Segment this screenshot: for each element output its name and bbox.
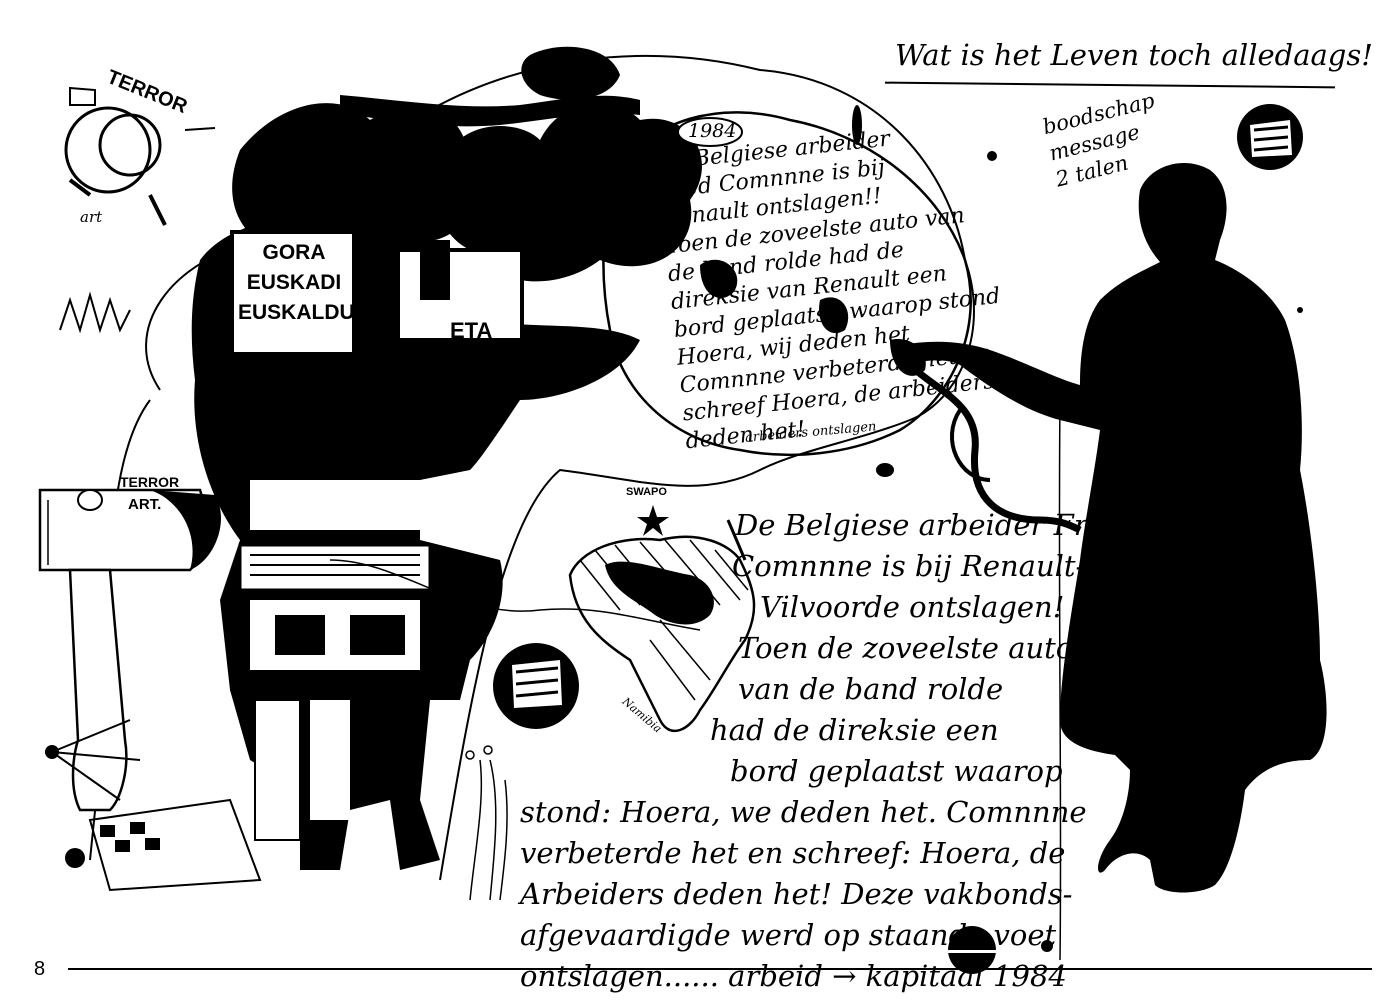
factory-window-2 [350,615,405,655]
ink-drop-3 [987,151,997,161]
page-number: 8 [34,958,46,980]
sign-right-text: ETA [450,318,493,343]
flower-stems [469,759,508,901]
black-blob-tree-mid [436,102,702,282]
footer-rule [68,968,1372,970]
bubble-text: De Belgiese arbeider Fred Comnnne is bij… [655,119,1001,457]
ink-drop-2 [876,463,894,477]
grass-scribble [59,291,131,334]
terror-label-axe: TERROR [120,474,180,490]
main-text-line: bord geplaatst waarop [730,754,1063,788]
ink-drop-1 [852,105,862,145]
main-text-line: Comnnne is bij Renault- [732,549,1086,583]
bubble-year: 1984 [688,120,737,142]
swapo-label: SWAPO [626,486,667,498]
roof-stripes [250,554,420,576]
sign-left-line: GORA [262,241,326,264]
main-text-line: Arbeiders deden het! Deze vakbonds- [520,877,1073,911]
vertical-line-right [1058,399,1062,961]
swapo-star [637,505,669,536]
ink-stain-2 [819,297,849,334]
map-arrow [726,519,747,561]
axe-drawing [38,488,221,812]
ink-bar-bottom [940,950,1004,953]
factory-window-1 [275,615,325,655]
africa-ink-shape [605,561,714,625]
speech-bubble [602,111,972,457]
ink-drop-4 [1297,307,1303,313]
checker-ground [88,798,262,892]
year-bubble [677,117,743,147]
rope-loop [949,408,991,482]
flower-1 [465,750,475,760]
main-text-line: afgevaardigde werd op staande voet [520,918,1057,952]
sign-left-number: 30100 [232,360,321,396]
sign-left [230,230,356,356]
sign-right-post [420,240,450,300]
terror-logo-top [64,86,216,226]
main-text: De Belgiese arbeider Fred Comnnne is bij… [520,505,1124,997]
woman-silhouette [900,162,1327,893]
main-text-line: van de band rolde [738,672,1004,706]
checker-marks [100,822,160,852]
factory-roof [238,543,432,592]
black-blob-top [521,46,620,100]
ink-dot-left [65,848,85,868]
ink-drop-5 [1041,940,1053,952]
page-title: Wat is het Leven toch alledaags! [895,38,1373,72]
sign-left-text: GORA EUSKADI EUSKALDU [238,238,355,328]
main-text-line: had de direksie een [710,713,999,747]
main-text-line: ontslagen...... arbeid → kapitaal 1984 [520,959,1067,993]
main-text-line: verbeterde het en schreef: Hoera, de [520,836,1066,870]
main-text-line: Vilvoorde ontslagen! [760,590,1065,624]
flower-2 [483,745,493,755]
factory-window-light [250,480,420,530]
main-text-line: De Belgiese arbeider Fred [735,508,1124,542]
figure-leg-light [254,699,301,841]
sign-left-line: EUSKADI [246,271,342,294]
rope-line [897,352,1082,534]
connector-line [329,559,701,631]
ink-stain-1 [700,259,738,298]
fist-icon-top-right [1237,104,1303,170]
sign-left-line: EUSKALDU [238,301,355,324]
art-label-small: art [80,208,103,226]
black-blob-branch [340,95,640,127]
main-text-line: Toen de zoveelste auto [738,631,1074,665]
art-label-axe: ART. [128,496,162,513]
fist-icon-center [493,643,579,729]
sign-right [396,248,524,342]
main-text-line: stond: Hoera, we deden het. Comnnne [520,795,1087,829]
factory-base-light [310,700,350,820]
